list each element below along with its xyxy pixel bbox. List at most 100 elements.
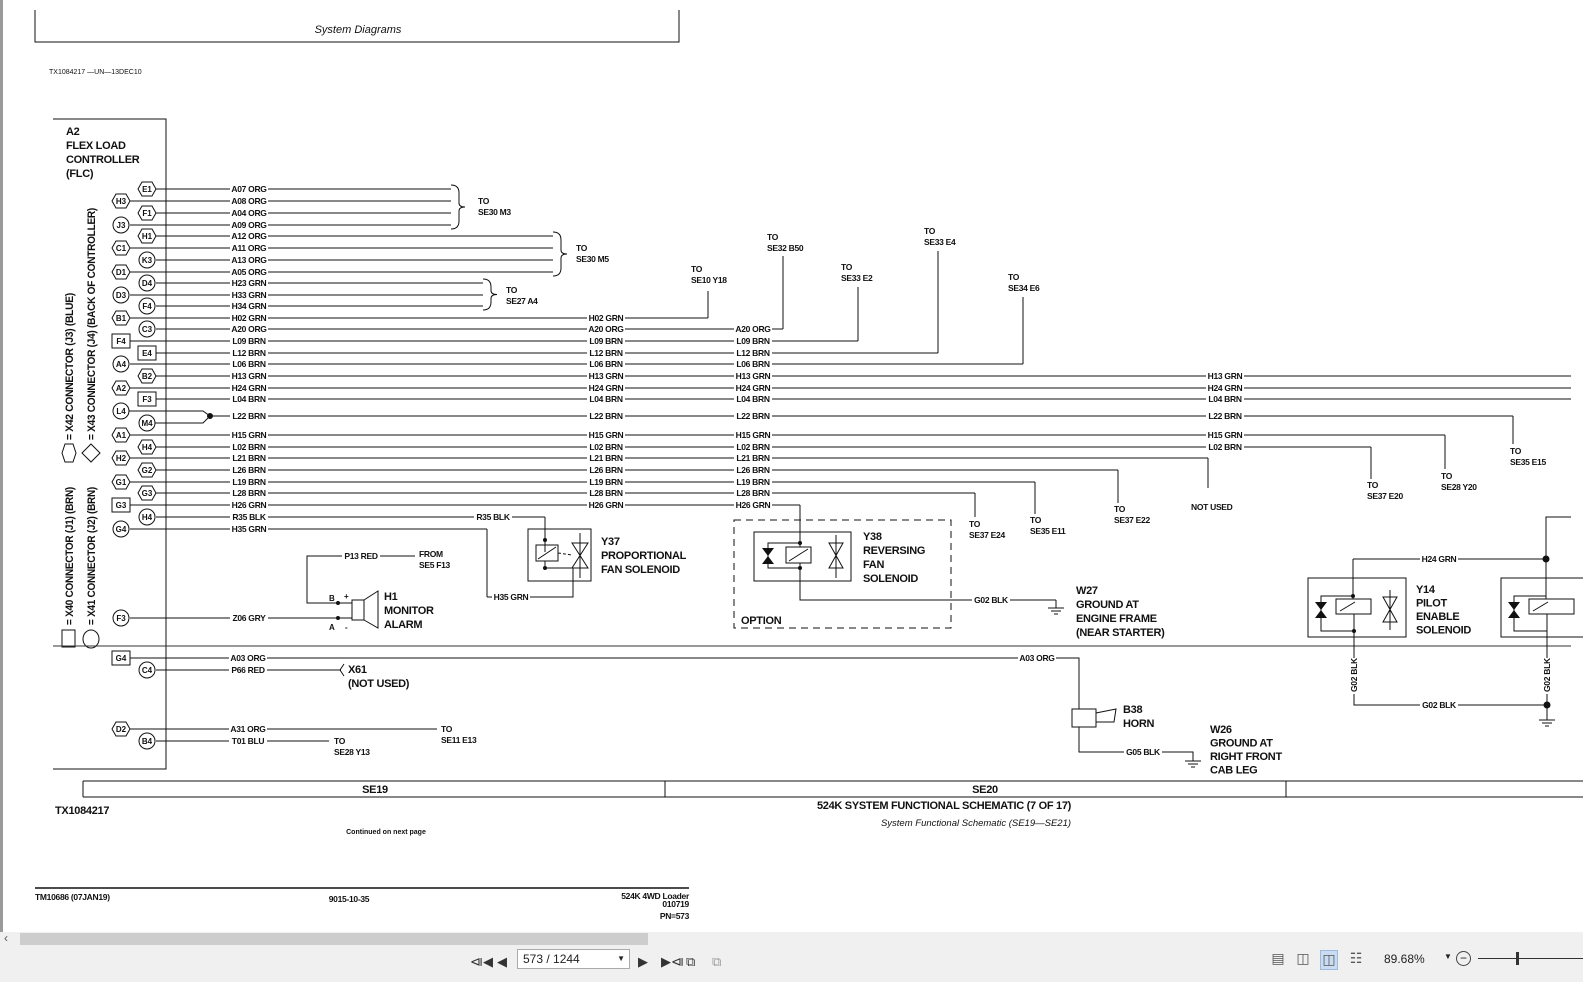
wire-label: L26 BRN — [232, 465, 265, 475]
schematic-subtitle: System Functional Schematic (SE19—SE21) — [881, 818, 1071, 829]
continued-note: Continued on next page — [346, 829, 426, 836]
horizontal-scrollbar[interactable]: ‹ — [0, 931, 1583, 946]
wire — [1353, 614, 1548, 706]
label-background — [230, 500, 268, 510]
wire-label-repeat: L06 BRN — [736, 359, 769, 369]
y38-label: Y38 — [863, 531, 882, 543]
wire-label-repeat: L26 BRN — [589, 465, 622, 475]
facing-view-icon[interactable]: ◫ — [1320, 950, 1338, 970]
zoom-slider[interactable] — [1478, 958, 1583, 959]
next-page-icon[interactable]: ▶ — [638, 954, 648, 969]
label-background — [734, 348, 772, 358]
label-background — [734, 359, 772, 369]
destination-to: TO — [1367, 480, 1379, 490]
destination-to: TO — [767, 232, 779, 242]
single-page-view-icon[interactable]: ▤ — [1271, 950, 1285, 966]
label-background — [734, 324, 772, 334]
wire-label: A13 ORG — [231, 255, 267, 265]
label-background — [734, 488, 772, 498]
wire-label: A04 ORG — [231, 208, 267, 218]
continuous-facing-view-icon[interactable]: ☷ — [1349, 950, 1363, 966]
wire-label: H33 GRN — [232, 290, 267, 300]
wire-label: H24 GRN — [232, 383, 267, 393]
scroll-left-icon[interactable]: ‹ — [4, 931, 8, 945]
wire-label: H23 GRN — [232, 278, 267, 288]
wire-label-repeat: L21 BRN — [589, 453, 622, 463]
connector-pin: K3 — [142, 256, 153, 265]
wire-label-repeat: H24 GRN — [736, 383, 771, 393]
destination-ref: SE28 Y20 — [1441, 482, 1477, 492]
wire-label: L12 BRN — [232, 348, 265, 358]
connector-pin: G3 — [116, 501, 127, 510]
label-background — [587, 442, 625, 452]
connector-pin: A2 — [116, 384, 127, 393]
previous-view-icon[interactable]: ⧉ — [686, 954, 696, 969]
label-background — [229, 724, 267, 734]
label-background — [230, 453, 268, 463]
connector-pin: H4 — [142, 513, 153, 522]
label-background — [734, 430, 772, 440]
last-page-icon[interactable]: ▶⧏ — [661, 954, 684, 969]
valve-icon — [557, 552, 573, 556]
destination-ref: SE10 Y18 — [691, 275, 727, 285]
connector-pin: B2 — [142, 372, 153, 381]
zoom-dropdown-icon[interactable]: ▼ — [1444, 952, 1452, 961]
scrollbar-thumb[interactable] — [20, 933, 648, 945]
destination-to: TO — [969, 519, 981, 529]
destination-ref: SE32 B50 — [767, 243, 804, 253]
label-background — [1420, 554, 1458, 564]
wire-label: L02 BRN — [232, 442, 265, 452]
wire-label: H13 GRN — [232, 371, 267, 381]
pin-circle — [138, 274, 156, 292]
label-background — [734, 394, 772, 404]
zoom-slider-thumb[interactable] — [1516, 952, 1519, 965]
label-background — [230, 196, 268, 206]
label-background — [587, 383, 625, 393]
controller-box — [53, 118, 167, 770]
label-background — [1206, 383, 1244, 393]
label-background — [229, 665, 267, 675]
pin-circle — [138, 251, 156, 269]
wire-label: A05 ORG — [231, 267, 267, 277]
destination-to: TO — [1441, 471, 1453, 481]
destination-ref: SE34 E6 — [1008, 283, 1040, 293]
chevron-down-icon[interactable]: ▼ — [617, 954, 625, 963]
legend-circle-icon — [82, 629, 100, 649]
connector-pin: B1 — [116, 314, 127, 323]
minus-label: - — [345, 623, 348, 632]
coil-icon — [1528, 598, 1575, 615]
manual-id: TM10686 (07JAN19) — [35, 892, 110, 902]
connector-pin: L4 — [116, 407, 126, 416]
wire-label: Z06 GRY — [232, 613, 266, 623]
connector-pin: J3 — [117, 221, 126, 230]
legend-hexagon-icon — [61, 443, 77, 463]
label-background — [230, 442, 268, 452]
coil-icon — [788, 548, 809, 562]
diode-icon — [762, 548, 774, 564]
wire-label: H34 GRN — [232, 301, 267, 311]
splice-dot — [1542, 555, 1550, 563]
page-number-input[interactable]: 573 / 1244▼ — [517, 949, 630, 969]
zoom-level[interactable]: 89.68% — [1384, 952, 1425, 966]
destination-to: TO — [576, 243, 588, 253]
destination-ref: SE35 E15 — [1510, 457, 1546, 467]
previous-page-icon[interactable]: ◀ — [497, 954, 507, 969]
connector-pin: C1 — [116, 244, 127, 253]
page-number: PN=573 — [660, 911, 690, 921]
legend-square-icon — [61, 629, 76, 648]
destination-ref: NOT USED — [1191, 502, 1233, 512]
first-page-icon[interactable]: ⧏◀ — [470, 954, 493, 969]
label-background — [734, 453, 772, 463]
pin-a-label: A — [329, 623, 335, 632]
continuous-view-icon[interactable]: ◫ — [1296, 950, 1310, 966]
coil-icon — [537, 546, 557, 560]
option-label: OPTION — [741, 615, 782, 627]
wire-label-repeat: L04 BRN — [736, 394, 769, 404]
zoom-out-icon[interactable]: − — [1456, 951, 1471, 966]
wire-label: G02 BLK — [974, 595, 1009, 605]
wire-label-repeat: L06 BRN — [589, 359, 622, 369]
next-view-icon[interactable]: ⧉ — [712, 954, 722, 969]
wire-label-repeat: L28 BRN — [589, 488, 622, 498]
connector-pin: G3 — [142, 489, 153, 498]
footer-code: 010719 — [662, 899, 689, 909]
